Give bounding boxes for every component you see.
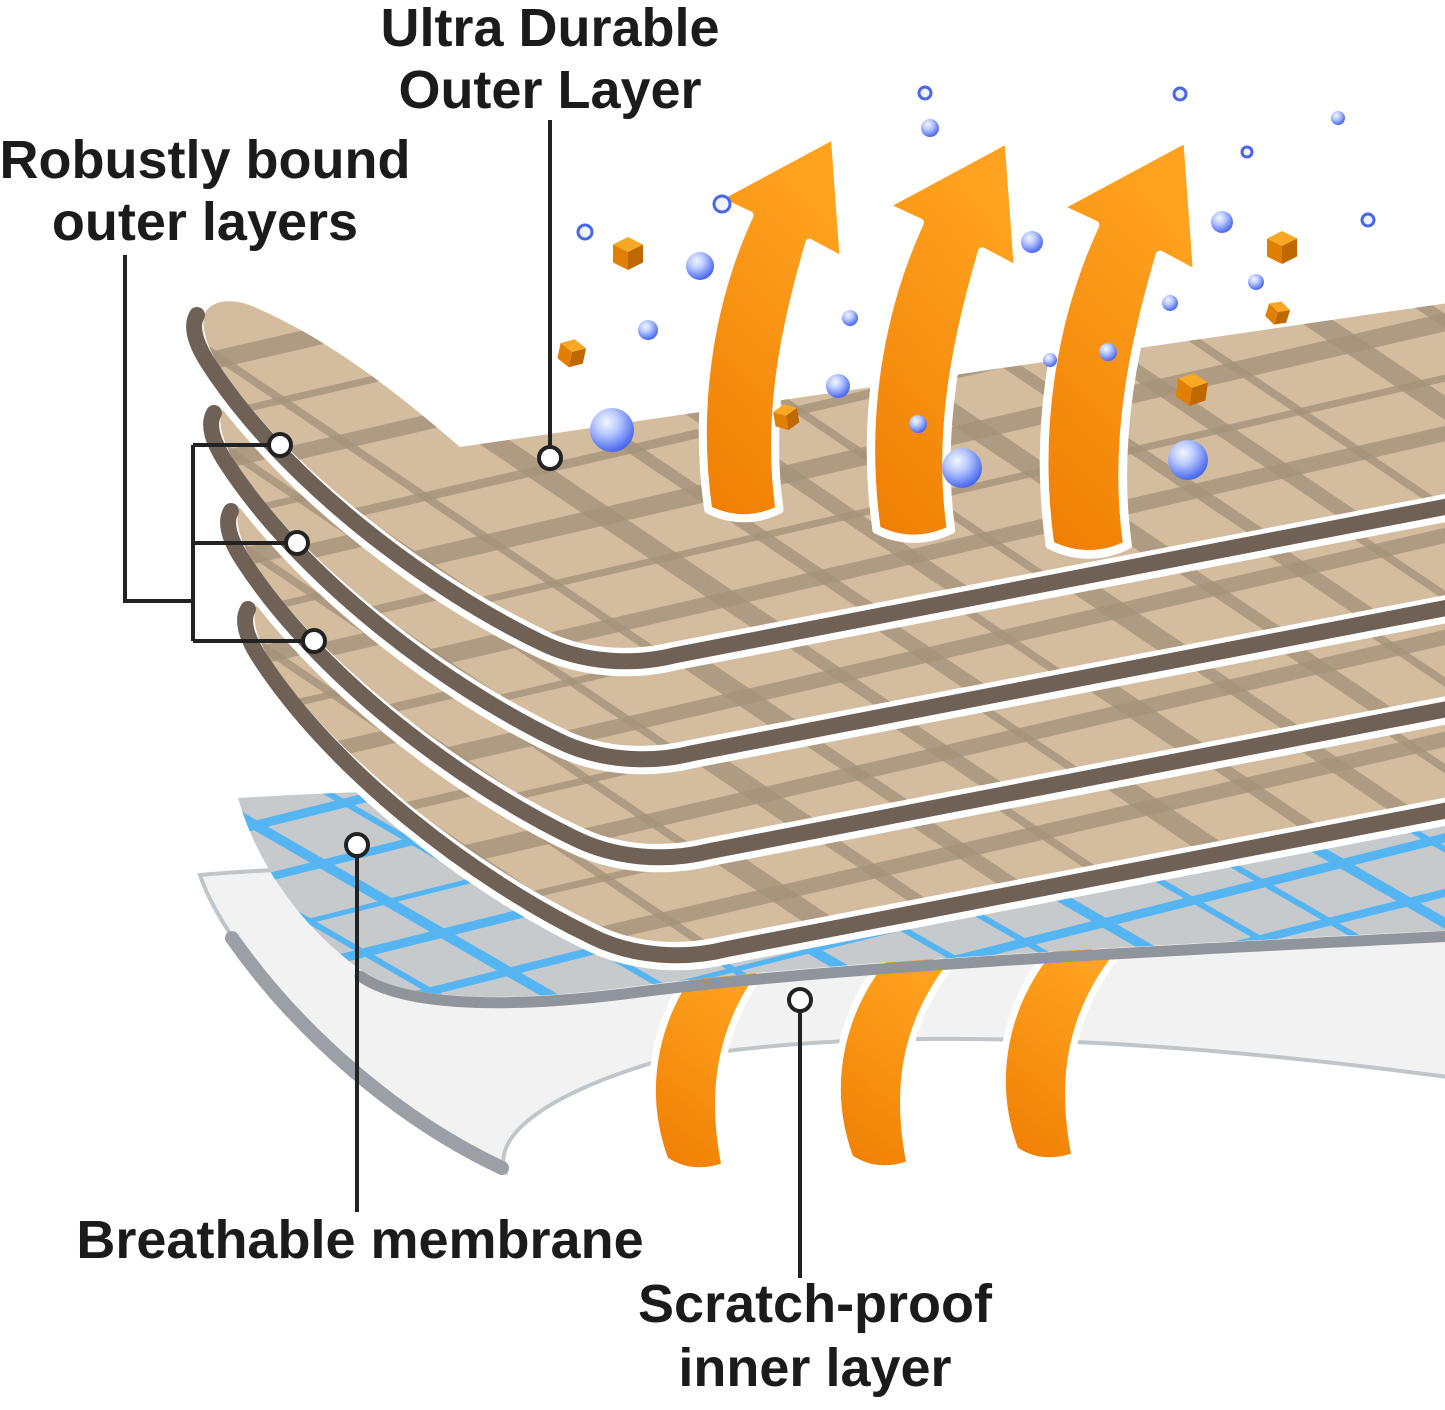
label-line: inner layer <box>678 1338 951 1398</box>
water-droplet-icon <box>842 310 858 326</box>
dirt-particle-icon <box>1267 231 1297 264</box>
water-droplet-outline-icon <box>576 223 594 241</box>
label-line: outer layers <box>52 192 358 252</box>
water-droplet-icon <box>942 448 982 488</box>
water-droplet-outline-icon <box>1360 212 1376 228</box>
water-droplet-icon <box>1162 295 1178 311</box>
label-line: Breathable membrane <box>76 1210 643 1270</box>
dirt-particle-icon <box>556 336 588 370</box>
dirt-particle-icon <box>613 237 643 270</box>
label-line: Outer Layer <box>398 60 701 120</box>
inner-layer-front-edge <box>225 931 509 1175</box>
callouts <box>123 120 813 1278</box>
water-droplet-icon <box>1099 343 1117 361</box>
water-droplet-icon <box>590 408 634 452</box>
callout-dot-icon <box>267 432 293 458</box>
label-ultra-durable-outer-layer: Ultra Durable Outer Layer <box>380 0 719 120</box>
water-droplet-icon <box>1331 111 1345 125</box>
water-droplet-icon <box>1168 440 1208 480</box>
water-droplet-icon <box>1021 231 1043 253</box>
label-line: Ultra Durable <box>380 0 719 58</box>
water-droplet-outline-icon <box>1172 86 1188 102</box>
water-droplet-icon <box>1211 211 1233 233</box>
label-line: Scratch-proof <box>638 1274 993 1334</box>
water-droplet-outline-icon <box>712 194 732 214</box>
membrane-front-edge <box>354 930 1445 1009</box>
callout-dot-icon <box>344 832 370 858</box>
water-droplet-icon <box>1043 353 1057 367</box>
water-droplet-icon <box>826 374 850 398</box>
water-droplets <box>576 85 1376 488</box>
water-droplet-outline-icon <box>917 85 933 101</box>
callout-dot-icon <box>301 628 327 654</box>
water-droplet-icon <box>921 119 939 137</box>
label-scratch-proof-inner-layer: Scratch-proof inner layer <box>638 1274 993 1398</box>
callout-dot-icon <box>284 530 310 556</box>
water-droplet-icon <box>909 415 927 433</box>
leader-robustly-bound <box>123 255 193 603</box>
callout-dot-icon <box>537 445 563 471</box>
callout-dot-icon <box>787 987 813 1013</box>
water-droplet-icon <box>638 320 658 340</box>
label-line: Robustly bound <box>0 130 410 190</box>
water-droplet-outline-icon <box>1240 145 1254 159</box>
water-droplet-icon <box>686 252 714 280</box>
label-breathable-membrane: Breathable membrane <box>76 1210 643 1270</box>
water-droplet-icon <box>1248 274 1264 290</box>
label-robustly-bound-outer-layers: Robustly bound outer layers <box>0 130 410 252</box>
